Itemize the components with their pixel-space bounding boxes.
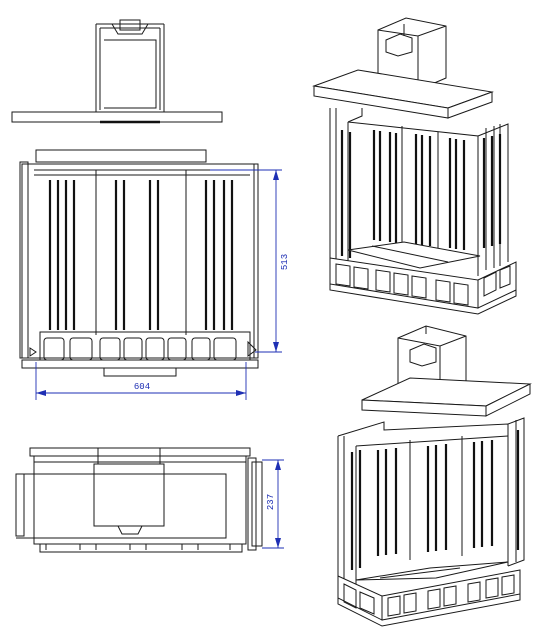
front-base-modules: [43, 337, 237, 361]
iso-top-base-modules: [335, 263, 511, 306]
front-view: [19, 149, 259, 377]
isometric-view-top: [312, 17, 517, 315]
top-view: [11, 19, 223, 124]
iso-bottom-slots: [350, 430, 520, 570]
dimension-depth: 237: [262, 459, 284, 549]
dimension-width-label: 604: [134, 382, 150, 392]
side-view: [15, 447, 263, 553]
dimension-depth-label: 237: [266, 494, 276, 510]
iso-bottom-base-modules: [343, 574, 515, 617]
dimension-height-label: 513: [280, 254, 290, 270]
iso-top-slots: [340, 130, 502, 258]
dimension-height: 513: [210, 169, 290, 353]
isometric-view-bottom: [337, 325, 532, 627]
front-slots: [48, 180, 234, 330]
dimension-width: 604: [35, 362, 247, 400]
